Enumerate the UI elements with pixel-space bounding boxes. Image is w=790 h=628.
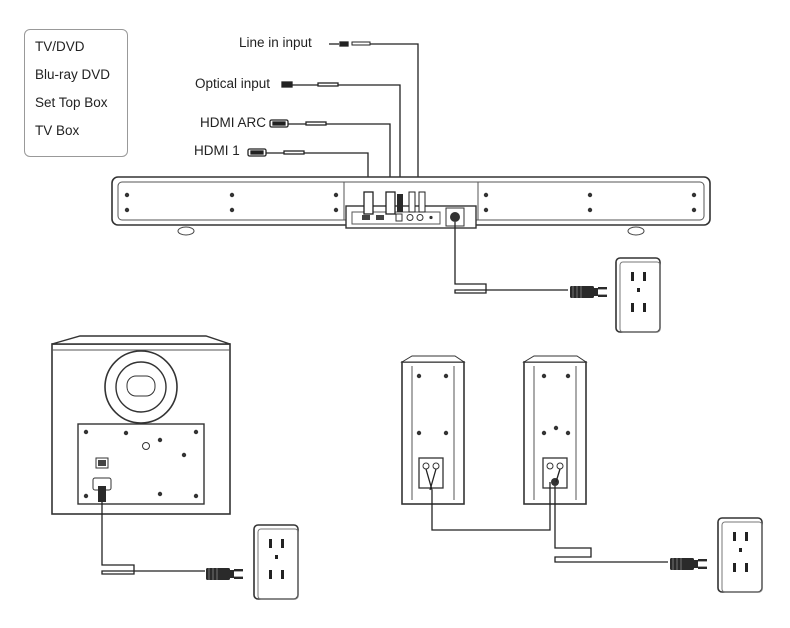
source-device-tv-dvd: TV/DVD bbox=[35, 39, 85, 54]
source-devices-box: TV/DVD Blu-ray DVD Set Top Box TV Box bbox=[24, 29, 128, 157]
soundbar-power-cord bbox=[454, 222, 608, 299]
cable-hdmi-1 bbox=[247, 148, 369, 192]
label-optical-input: Optical input bbox=[195, 76, 271, 91]
cable-hdmi-arc bbox=[269, 119, 391, 190]
speaker-power-cord bbox=[554, 486, 708, 571]
right-satellite-speaker bbox=[522, 355, 588, 505]
source-device-bluray-dvd: Blu-ray DVD bbox=[35, 67, 111, 82]
source-device-set-top-box: Set Top Box bbox=[35, 95, 108, 110]
soundbar bbox=[111, 176, 711, 236]
wall-outlet-soundbar bbox=[615, 257, 661, 333]
subwoofer bbox=[51, 335, 231, 515]
label-hdmi-1: HDMI 1 bbox=[194, 143, 240, 158]
source-device-tv-box: TV Box bbox=[35, 123, 80, 138]
cable-line-in bbox=[329, 41, 419, 190]
label-hdmi-arc: HDMI ARC bbox=[200, 115, 267, 130]
subwoofer-power-cord bbox=[101, 502, 244, 581]
cable-optical bbox=[281, 81, 401, 190]
wall-outlet-speakers bbox=[717, 517, 763, 593]
speaker-wire bbox=[425, 468, 561, 531]
wall-outlet-subwoofer bbox=[253, 524, 299, 600]
label-line-in-input: Line in input bbox=[239, 35, 312, 50]
